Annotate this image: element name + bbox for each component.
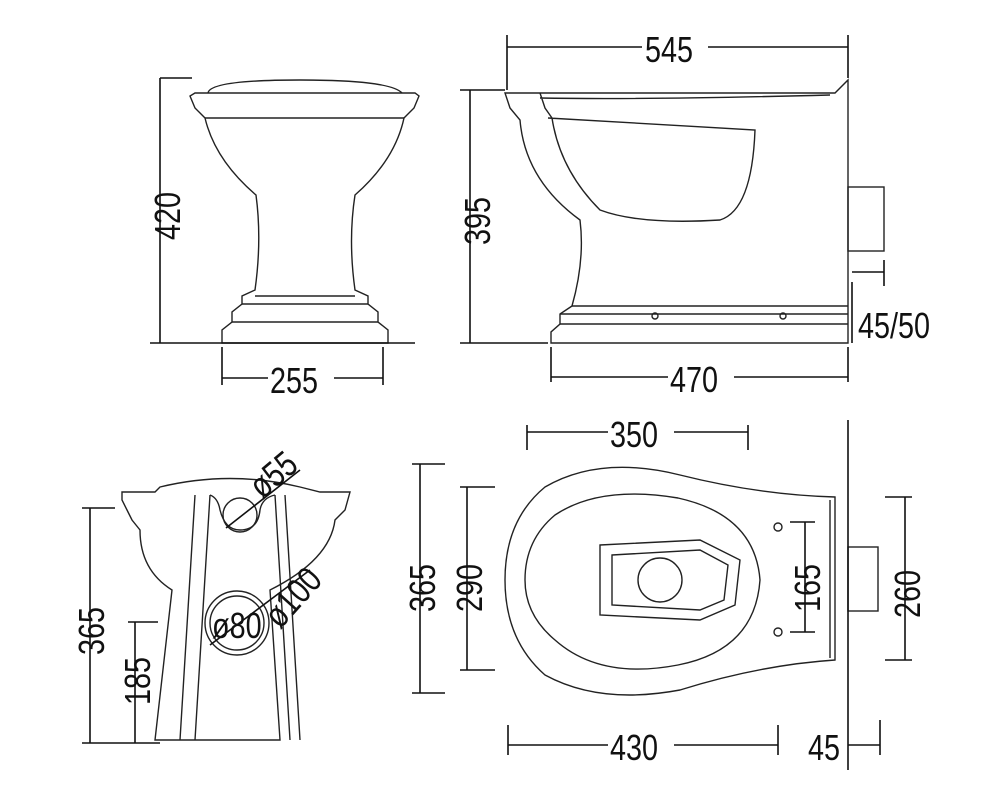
dim-rear-height: 365 bbox=[71, 607, 112, 655]
rear-section-view: ø55 ø100 ø80 365 185 bbox=[71, 443, 351, 744]
dim-fixing-spacing: 165 bbox=[787, 564, 828, 612]
dim-front-height: 420 bbox=[147, 192, 188, 240]
front-view: 420 255 bbox=[147, 77, 420, 401]
dim-bowl-length: 430 bbox=[610, 727, 658, 768]
dim-outlet-outer-diameter: ø100 bbox=[255, 559, 329, 635]
dim-wall-gap: 45 bbox=[808, 727, 840, 768]
plan-view-outline bbox=[504, 466, 836, 696]
rear-section-outline bbox=[121, 477, 351, 741]
dim-rear-outlet-height: 185 bbox=[117, 657, 158, 705]
plan-view: 350 365 290 165 260 430 45 bbox=[402, 414, 928, 770]
dim-side-base-length: 470 bbox=[670, 359, 718, 400]
dim-inlet-diameter: ø55 bbox=[241, 443, 305, 506]
dim-cistern-width: 260 bbox=[887, 570, 928, 618]
dim-bowl-width: 350 bbox=[610, 414, 658, 455]
side-view: 545 395 470 45/50 bbox=[457, 29, 930, 400]
dim-overall-width: 365 bbox=[402, 564, 443, 612]
dim-outlet-height: 45/50 bbox=[858, 305, 930, 346]
dim-side-length: 545 bbox=[645, 29, 693, 70]
dim-outlet-inner-diameter: ø80 bbox=[212, 605, 262, 646]
dim-side-height: 395 bbox=[457, 197, 498, 245]
dim-front-base-width: 255 bbox=[270, 360, 318, 401]
dim-seat-width: 290 bbox=[449, 564, 490, 612]
side-view-outline bbox=[504, 78, 849, 344]
front-view-outline bbox=[189, 92, 420, 344]
